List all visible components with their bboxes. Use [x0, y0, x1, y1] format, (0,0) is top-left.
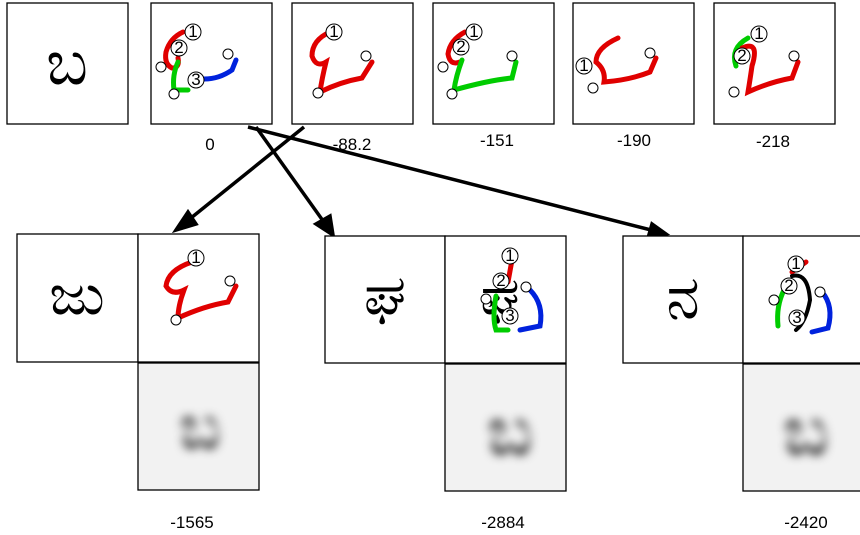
candidate-glyph: ನ: [666, 263, 699, 333]
order-marker: 2: [492, 271, 510, 290]
svg-text:1: 1: [191, 248, 200, 267]
stroke-2: [775, 287, 787, 329]
svg-text:1: 1: [329, 22, 338, 41]
candidate-2: ಘ ಘ 1 2 3 ಬ -2884: [324, 235, 567, 532]
parse-score-5: -218: [756, 132, 790, 151]
stroke-1: [593, 35, 659, 85]
order-marker: 2: [733, 46, 751, 65]
stroke-endpoint: [155, 61, 167, 73]
order-marker: 2: [452, 37, 470, 56]
stroke-endpoint: [480, 293, 492, 305]
target-glyph: ಬ: [46, 26, 88, 99]
order-marker: 3: [501, 306, 519, 325]
target-image-box: ಬ: [6, 2, 129, 125]
stroke-endpoint: [644, 47, 656, 59]
stroke-endpoint: [788, 50, 800, 62]
stroke-endpoint: [520, 281, 532, 293]
parse-box-2: 1: [291, 2, 414, 125]
order-marker: 1: [187, 248, 205, 267]
order-marker: 2: [170, 38, 188, 57]
arrow-to-candidate-1: [184, 125, 306, 224]
parse-box-1: 1 2 3: [150, 2, 273, 125]
parse-box-5: 1 2: [713, 2, 836, 125]
stroke-endpoint: [728, 86, 740, 98]
candidate-image-box: [16, 233, 139, 363]
stroke-1: [309, 29, 375, 97]
order-marker: 1: [325, 22, 343, 41]
candidate-glyph: ಘ: [364, 263, 406, 328]
order-marker: 3: [187, 70, 205, 89]
candidate-parse-box: [444, 235, 567, 364]
candidate-parse-box: [742, 235, 860, 364]
parse-score-4: -190: [617, 131, 651, 150]
candidate-score: -2884: [481, 513, 524, 532]
stroke-endpoint: [222, 48, 234, 60]
order-marker: 1: [465, 22, 483, 41]
candidate-score: -2420: [784, 513, 827, 532]
order-marker: 1: [184, 22, 202, 41]
svg-text:2: 2: [456, 37, 465, 56]
order-marker: 1: [750, 24, 768, 43]
stroke-endpoint: [360, 50, 372, 62]
candidate-glyph: ಜು: [49, 263, 104, 328]
order-marker: 1: [501, 246, 519, 265]
parse-box-4: 1: [572, 2, 695, 125]
stroke-1: [445, 29, 468, 66]
blurred-sample: ಬ: [180, 393, 221, 463]
stroke-1: [163, 259, 239, 322]
stroke-endpoint: [446, 88, 458, 100]
order-marker: 3: [788, 308, 806, 327]
svg-text:2: 2: [737, 46, 746, 65]
stroke-endpoint: [170, 314, 182, 326]
candidate-score: -1565: [170, 513, 213, 532]
candidate-image-box: [622, 235, 744, 364]
parse-score-3: -151: [480, 131, 514, 150]
svg-text:1: 1: [579, 56, 588, 75]
stroke-endpoint: [224, 275, 236, 287]
svg-text:3: 3: [191, 70, 200, 89]
svg-text:2: 2: [174, 38, 183, 57]
stroke-1: [739, 43, 801, 97]
svg-text:1: 1: [791, 254, 800, 273]
arrows: [171, 125, 671, 241]
svg-text:3: 3: [792, 308, 801, 327]
stroke-endpoint: [437, 61, 449, 73]
svg-text:1: 1: [754, 24, 763, 43]
stroke-endpoint: [587, 82, 599, 94]
arrow-to-candidate-2: [254, 125, 328, 227]
parse-score-2: -88.2: [333, 135, 372, 154]
candidate-sample-box: [137, 362, 260, 491]
stroke-endpoint: [168, 88, 180, 100]
svg-text:1: 1: [505, 246, 514, 265]
svg-text:1: 1: [469, 22, 478, 41]
arrowhead: [312, 213, 336, 239]
candidate-1: ಜು 1 ಬ -1565: [16, 233, 260, 532]
stroke-endpoint: [768, 294, 780, 306]
svg-text:3: 3: [505, 306, 514, 325]
arrow-to-candidate-3: [247, 125, 656, 233]
blurred-sample: ಬ: [784, 393, 829, 470]
svg-text:1: 1: [188, 22, 197, 41]
blurred-sample: ಬ: [488, 393, 533, 470]
svg-text:2: 2: [784, 276, 793, 295]
stroke-endpoint: [814, 286, 826, 298]
stroke-endpoint: [312, 87, 324, 99]
parse-score-1: 0: [205, 135, 214, 154]
svg-text:2: 2: [496, 271, 505, 290]
candidate-sample-box: [742, 363, 860, 492]
stroke-3: [517, 287, 544, 333]
candidate-3: ನ 1 2 3 ಬ -2420: [622, 235, 860, 532]
arrowhead: [171, 208, 199, 234]
parse-box-3: 1 2: [432, 2, 555, 125]
order-marker: 1: [787, 254, 805, 273]
order-marker: 2: [780, 276, 798, 295]
order-marker: 1: [575, 56, 593, 75]
candidate-sample-box: [444, 363, 567, 492]
stroke-2: [491, 293, 511, 333]
stroke-endpoint: [506, 50, 518, 62]
